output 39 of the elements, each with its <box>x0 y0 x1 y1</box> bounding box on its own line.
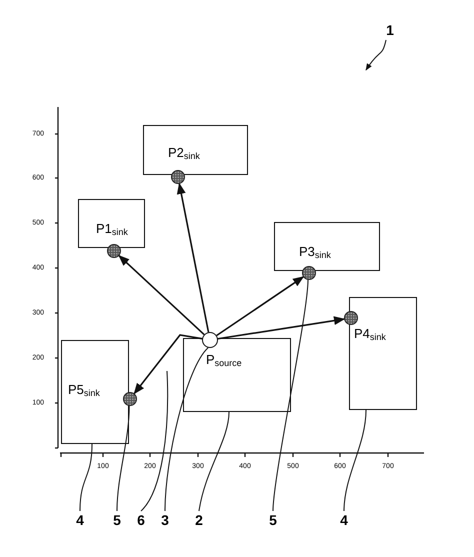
leader-line <box>116 405 130 512</box>
arrow <box>218 316 346 340</box>
arrow <box>118 255 205 336</box>
callout-number: 2 <box>195 513 203 527</box>
sink-point <box>123 392 137 406</box>
sink-point <box>171 170 185 184</box>
point-label: P2$_{sink}$ <box>168 146 200 159</box>
sink-point <box>302 266 316 280</box>
sink-point <box>107 244 121 258</box>
leader-line <box>80 444 92 512</box>
region-box <box>78 199 145 248</box>
point-label: P1$_{sink}$ <box>96 222 128 235</box>
source-point <box>202 332 218 348</box>
sink-point <box>344 311 358 325</box>
callout-number: 1 <box>386 23 394 37</box>
leader-line <box>198 412 230 512</box>
point-label: P$_{source}$ <box>206 353 242 366</box>
region-box <box>183 338 291 412</box>
callout-number: 5 <box>269 513 277 527</box>
leader-line <box>344 410 366 512</box>
arrow <box>134 334 202 394</box>
leader-line <box>164 347 209 512</box>
region-box <box>349 297 417 410</box>
region-box <box>61 340 129 444</box>
region-box <box>274 222 380 271</box>
point-label: P3$_{sink}$ <box>299 245 331 258</box>
point-label: P5$_{sink}$ <box>68 383 100 396</box>
leader-line <box>140 370 168 512</box>
callout-number: 5 <box>113 513 121 527</box>
arrow <box>176 182 210 332</box>
arrow <box>216 276 304 336</box>
callout-number: 4 <box>340 513 348 527</box>
leader-line <box>272 279 308 512</box>
region-box <box>143 125 248 175</box>
leader-line <box>366 40 386 71</box>
callout-number: 4 <box>76 513 84 527</box>
callout-number: 6 <box>137 513 145 527</box>
callout-number: 3 <box>161 513 169 527</box>
point-label: P4$_{sink}$ <box>354 327 386 340</box>
